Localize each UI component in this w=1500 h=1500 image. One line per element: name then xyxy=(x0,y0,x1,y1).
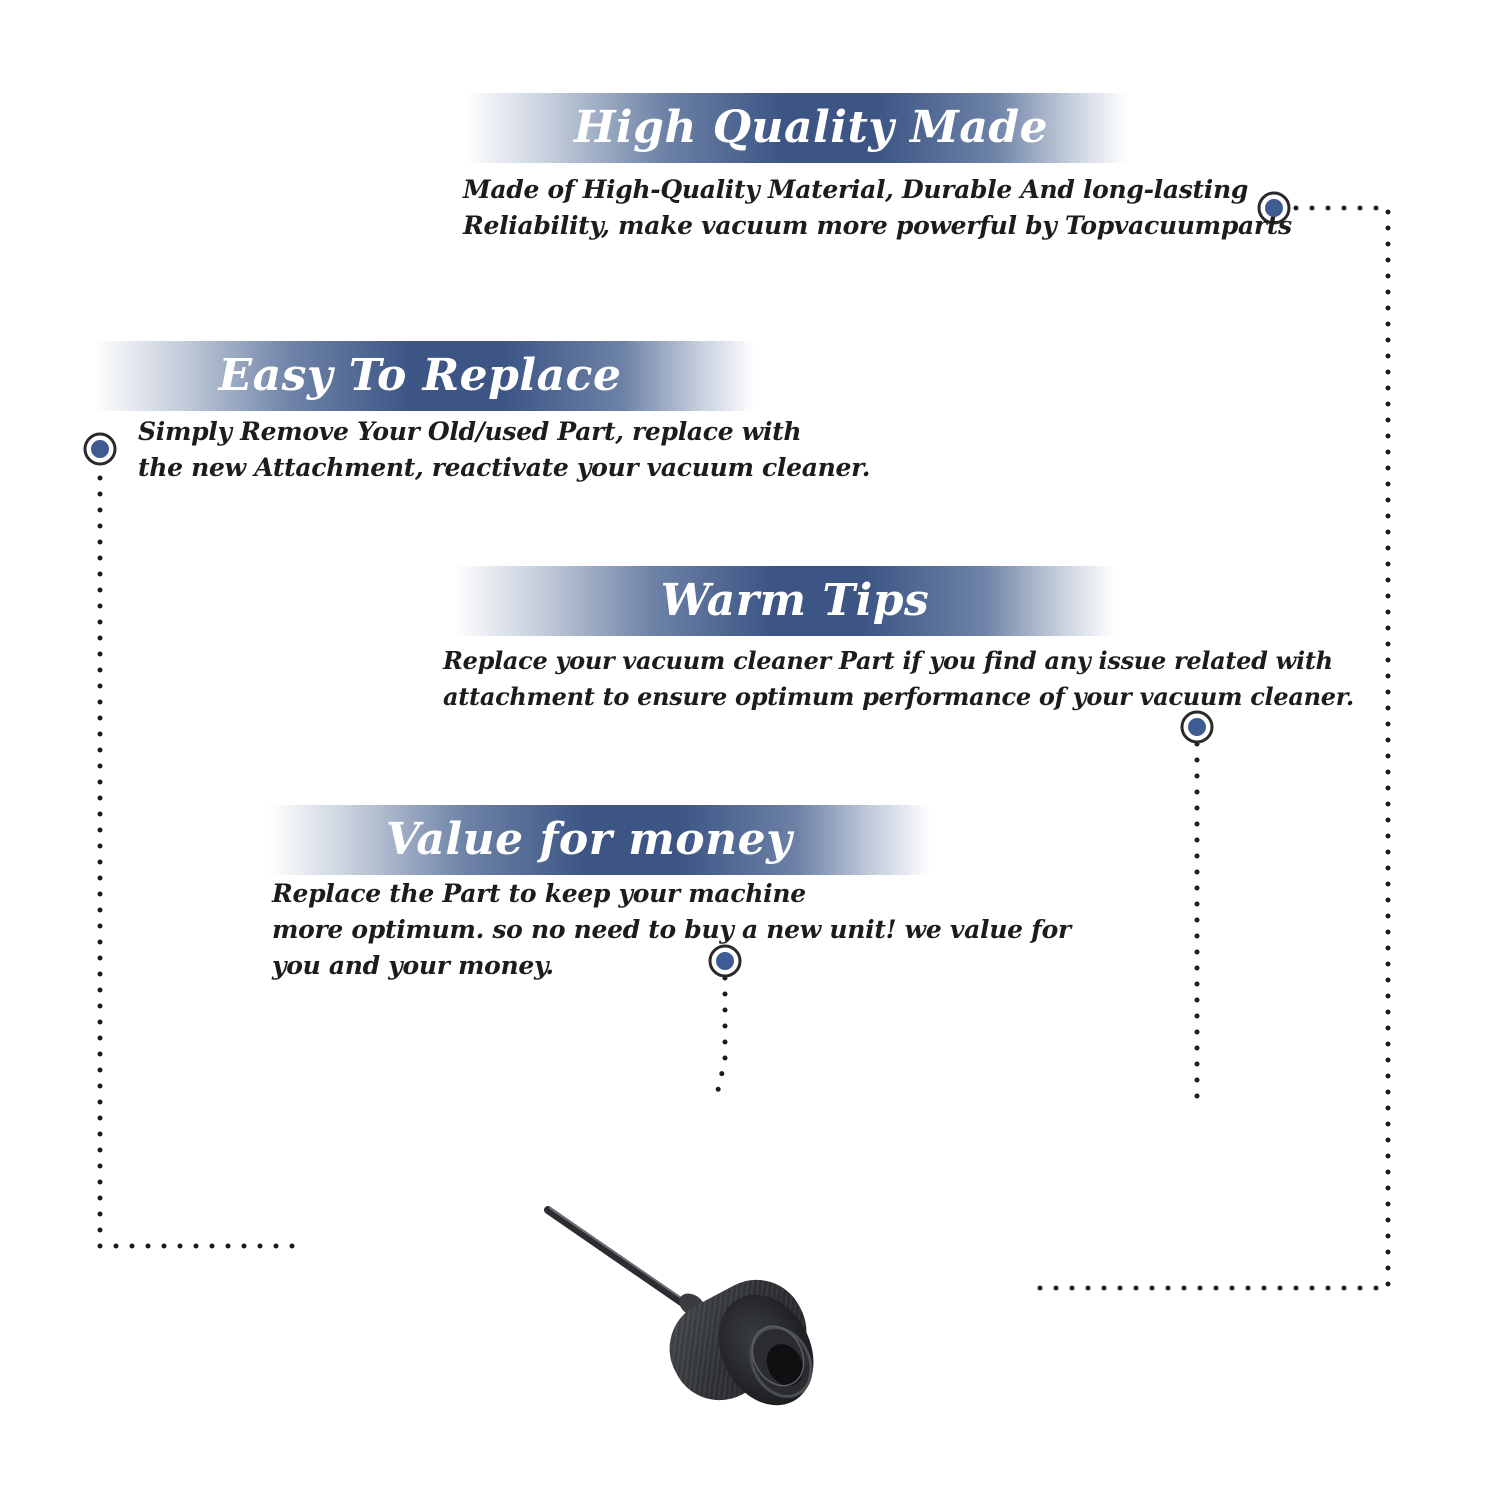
banner-value-money: Value for money xyxy=(268,805,930,875)
desc-line: more optimum. so no need to buy a new un… xyxy=(272,915,1071,944)
connector-value xyxy=(715,975,728,1093)
desc-warm-tips: Replace your vacuum cleaner Part if you … xyxy=(443,643,1354,715)
connector-replace xyxy=(97,459,299,1249)
marker-tips-icon xyxy=(1180,710,1214,744)
desc-value-money: Replace the Part to keep your machine mo… xyxy=(272,876,1071,984)
banner-title-warm-tips: Warm Tips xyxy=(660,575,930,626)
banner-title-easy-replace: Easy To Replace xyxy=(218,350,622,401)
desc-high-quality: Made of High-Quality Material, Durable A… xyxy=(463,172,1292,244)
marker-quality-icon xyxy=(1257,191,1291,225)
connector-quality xyxy=(1035,205,1391,1291)
desc-line: Replace your vacuum cleaner Part if you … xyxy=(443,646,1333,675)
desc-line: you and your money. xyxy=(272,951,554,980)
rod xyxy=(544,1206,694,1312)
marker-value-icon xyxy=(708,944,742,978)
banner-high-quality: High Quality Made xyxy=(465,93,1127,163)
marker-replace-icon xyxy=(83,432,117,466)
desc-line: attachment to ensure optimum performance… xyxy=(443,682,1354,711)
banner-easy-replace: Easy To Replace xyxy=(95,341,755,411)
desc-line: Simply Remove Your Old/used Part, replac… xyxy=(138,417,802,446)
desc-line: Replace the Part to keep your machine xyxy=(272,879,806,908)
desc-line: Reliability, make vacuum more powerful b… xyxy=(463,211,1292,240)
banner-warm-tips: Warm Tips xyxy=(455,566,1115,636)
banner-title-value-money: Value for money xyxy=(385,814,793,865)
desc-line: Made of High-Quality Material, Durable A… xyxy=(463,175,1249,204)
banner-title-high-quality: High Quality Made xyxy=(573,102,1049,153)
desc-line: the new Attachment, reactivate your vacu… xyxy=(138,453,871,482)
desc-easy-replace: Simply Remove Your Old/used Part, replac… xyxy=(138,414,870,486)
